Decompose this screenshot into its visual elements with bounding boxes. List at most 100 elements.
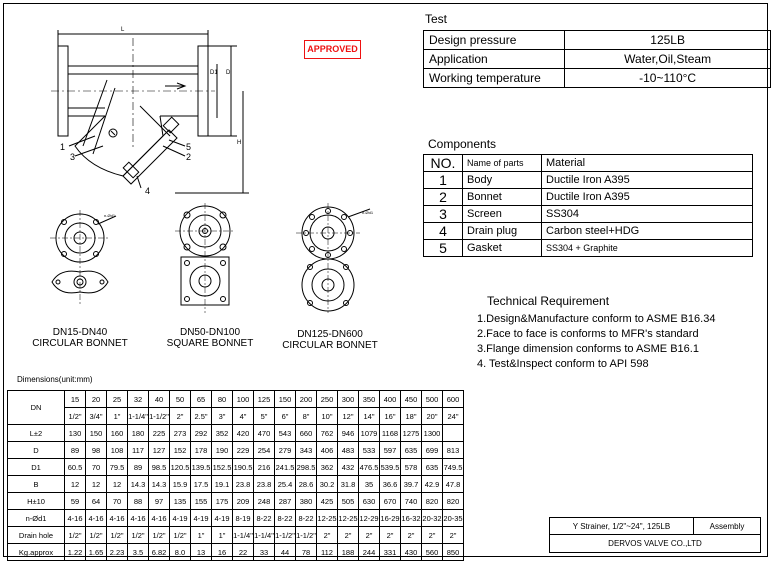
dimension-cell: 8-19 bbox=[232, 509, 254, 527]
dim-label-H: H bbox=[237, 140, 242, 146]
dimension-cell: 250 bbox=[316, 390, 338, 408]
dimension-cell: 630 bbox=[358, 492, 380, 510]
dimension-cell: 22 bbox=[232, 543, 254, 561]
dimension-cell: 470 bbox=[253, 424, 275, 442]
components-table: NO. Name of parts Material 1 Body Ductil… bbox=[423, 154, 753, 257]
dimension-cell: 406 bbox=[316, 441, 338, 459]
component-material: Ductile Iron A395 bbox=[541, 188, 753, 206]
bonnet-view-square bbox=[175, 203, 235, 313]
dimension-cell: 1.22 bbox=[64, 543, 86, 561]
callout-2: 2 bbox=[186, 152, 192, 162]
hole-label-view-1: n-Ød1 bbox=[104, 213, 116, 218]
dimension-cell: 8.0 bbox=[169, 543, 191, 561]
bonnet-view-circular-small bbox=[50, 210, 117, 305]
dimension-cell: 180 bbox=[127, 424, 149, 442]
component-name: Drain plug bbox=[462, 222, 542, 240]
dimension-cell: 31.8 bbox=[337, 475, 359, 493]
dimension-cell: 1275 bbox=[400, 424, 422, 442]
dimension-cell: 1-1/2" bbox=[274, 526, 296, 544]
component-no: 5 bbox=[423, 239, 463, 257]
dimension-cell: 4-19 bbox=[211, 509, 233, 527]
view-3-range: DN125-DN600 bbox=[297, 329, 363, 340]
dimension-cell: 14" bbox=[358, 407, 380, 425]
dimension-cell: 450 bbox=[400, 390, 422, 408]
dimension-cell: 670 bbox=[379, 492, 401, 510]
dimension-cell: 17.5 bbox=[190, 475, 212, 493]
component-material: Carbon steel+HDG bbox=[541, 222, 753, 240]
dimension-cell: 560 bbox=[421, 543, 443, 561]
dimension-cell: 100 bbox=[232, 390, 254, 408]
dimension-row-label: DN bbox=[7, 390, 65, 425]
component-name: Bonnet bbox=[462, 188, 542, 206]
dimension-cell: 6" bbox=[274, 407, 296, 425]
dimension-cell: 3.5 bbox=[127, 543, 149, 561]
dimension-row-label: Drain hole bbox=[7, 526, 65, 544]
dimension-cell: 225 bbox=[148, 424, 170, 442]
dimension-cell: 127 bbox=[148, 441, 170, 459]
technical-item: 3.Flange dimension conforms to ASME B16.… bbox=[477, 343, 699, 355]
dimension-cell: 1.65 bbox=[85, 543, 107, 561]
title-block: Y Strainer, 1/2"~24", 125LB Assembly DER… bbox=[549, 517, 761, 553]
title-block-company: DERVOS VALVE CO.,LTD bbox=[549, 534, 761, 553]
component-material: SS304 bbox=[541, 205, 753, 223]
dimension-cell: 1-1/4" bbox=[253, 526, 275, 544]
test-label: Working temperature bbox=[422, 68, 566, 88]
dimension-cell: 2" bbox=[421, 526, 443, 544]
callout-1: 1 bbox=[60, 142, 66, 152]
dimension-cell: 8-22 bbox=[274, 509, 296, 527]
dimension-cell: 8-22 bbox=[295, 509, 317, 527]
technical-item: 4. Test&Inspect conform to API 598 bbox=[477, 358, 649, 370]
approved-stamp: APPROVED bbox=[304, 40, 361, 59]
dimension-cell: 597 bbox=[379, 441, 401, 459]
dimension-cell: 64 bbox=[85, 492, 107, 510]
dimension-row-label: H±10 bbox=[7, 492, 65, 510]
dimension-cell: 762 bbox=[316, 424, 338, 442]
dimension-cell: 248 bbox=[253, 492, 275, 510]
component-no: 4 bbox=[423, 222, 463, 240]
dimension-cell: 2" bbox=[169, 407, 191, 425]
dimension-cell: 135 bbox=[169, 492, 191, 510]
dimension-cell: 1" bbox=[190, 526, 212, 544]
dimension-cell: 331 bbox=[379, 543, 401, 561]
test-title: Test bbox=[425, 12, 448, 26]
dimension-cell: 1" bbox=[211, 526, 233, 544]
dimensions-title: Dimensions(unit:mm) bbox=[17, 375, 93, 384]
dimension-cell: 4-19 bbox=[169, 509, 191, 527]
hole-label-view-3: n-Ød1 bbox=[362, 210, 374, 215]
dimension-cell: 12" bbox=[337, 407, 359, 425]
dimension-cell: 2" bbox=[379, 526, 401, 544]
component-material: Ductile Iron A395 bbox=[541, 171, 753, 189]
dimension-cell: 70 bbox=[106, 492, 128, 510]
view-3-bonnet: CIRCULAR BONNET bbox=[282, 340, 378, 351]
dimension-cell: 1-1/2" bbox=[295, 526, 317, 544]
dimension-cell: 4-16 bbox=[106, 509, 128, 527]
dimension-cell: 13 bbox=[190, 543, 212, 561]
component-row: 2 Bonnet Ductile Iron A395 bbox=[423, 188, 753, 206]
component-no: 2 bbox=[423, 188, 463, 206]
dimension-cell: 150 bbox=[274, 390, 296, 408]
dimension-cell: 59 bbox=[64, 492, 86, 510]
dimension-cell: 2.23 bbox=[106, 543, 128, 561]
dimension-cell: 400 bbox=[379, 390, 401, 408]
dimension-cell: 850 bbox=[442, 543, 464, 561]
dimension-cell: 39.7 bbox=[400, 475, 422, 493]
dimension-cell: 1/2" bbox=[169, 526, 191, 544]
dimension-cell: 23.8 bbox=[253, 475, 275, 493]
dimension-cell: 2" bbox=[358, 526, 380, 544]
dimension-cell: 8" bbox=[295, 407, 317, 425]
component-row: 3 Screen SS304 bbox=[423, 205, 753, 223]
dimension-cell: 425 bbox=[316, 492, 338, 510]
dimension-cell: 483 bbox=[337, 441, 359, 459]
dimension-cell: 216 bbox=[253, 458, 275, 476]
dimension-cell: 298.5 bbox=[295, 458, 317, 476]
dimension-cell: 1/2" bbox=[85, 526, 107, 544]
dimension-cell: 352 bbox=[211, 424, 233, 442]
dimension-cell: 12-29 bbox=[358, 509, 380, 527]
test-label: Design pressure bbox=[422, 30, 566, 50]
dimension-cell: 533 bbox=[358, 441, 380, 459]
